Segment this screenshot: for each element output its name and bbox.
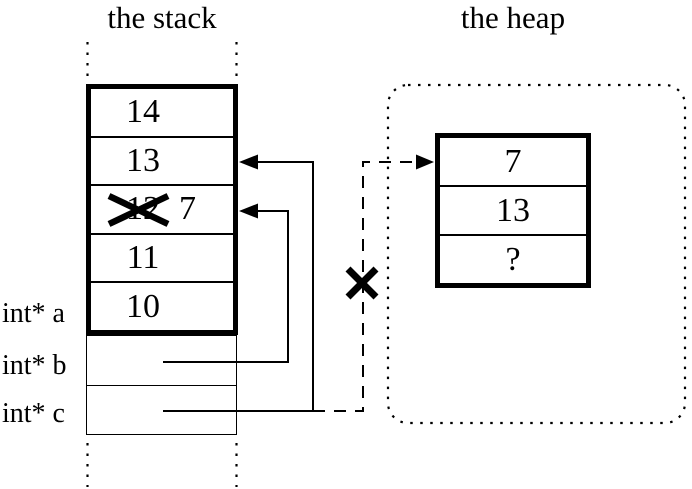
stack-cell-11: 11 bbox=[91, 235, 233, 284]
stack-cell-14: 14 bbox=[91, 89, 233, 138]
heap-cell-unknown: ? bbox=[440, 236, 586, 283]
stack-cell-13: 13 bbox=[91, 138, 233, 187]
heap-cell-value: 13 bbox=[496, 191, 530, 229]
dangling-pointer-dashed-arrow bbox=[313, 154, 434, 412]
pointer-variable-slots bbox=[86, 335, 237, 435]
stack-cell-value: 10 bbox=[126, 287, 160, 325]
heap-cell-value: 7 bbox=[504, 142, 522, 180]
heap-block-box: 7 13 ? bbox=[435, 133, 591, 288]
label-int-ptr-a: int* a bbox=[2, 298, 65, 329]
stack-cell-10: 10 bbox=[91, 283, 233, 330]
stack-cell-value: 13 bbox=[126, 141, 160, 179]
dangling-pointer-x-icon bbox=[345, 266, 379, 300]
stack-cell-overwritten: 12 7 bbox=[91, 186, 233, 235]
stack-cell-value: 11 bbox=[126, 239, 160, 277]
heap-cell-value: ? bbox=[505, 240, 521, 278]
stack-cell-old-value: 12 bbox=[126, 190, 160, 228]
heap-cell-7: 7 bbox=[440, 138, 586, 187]
pointer-slot-c bbox=[87, 386, 236, 435]
stack-frame-box: 14 13 12 7 11 10 bbox=[86, 84, 238, 335]
stack-title: the stack bbox=[107, 0, 217, 35]
label-int-ptr-b: int* b bbox=[2, 350, 67, 381]
pointer-slot-b bbox=[87, 336, 236, 386]
stack-cell-value: 14 bbox=[126, 93, 160, 131]
heap-title: the heap bbox=[460, 0, 566, 35]
stack-cell-new-value: 7 bbox=[179, 190, 196, 228]
heap-cell-13: 13 bbox=[440, 187, 586, 236]
label-int-ptr-c: int* c bbox=[2, 398, 65, 429]
